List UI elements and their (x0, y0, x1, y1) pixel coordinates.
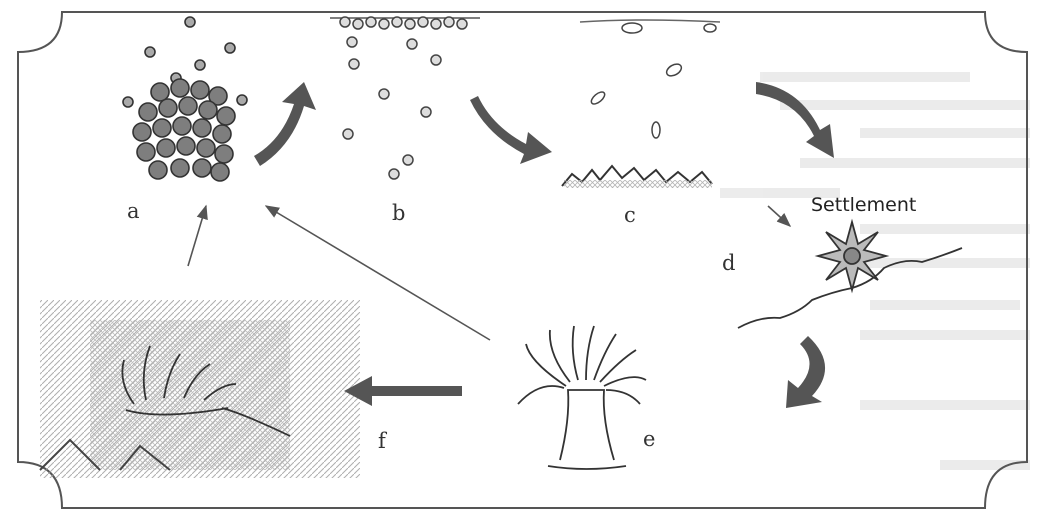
stage-e-adult-polyp (518, 326, 646, 469)
stage-a-egg-cluster (123, 17, 247, 181)
arrow-a-to-b (254, 82, 316, 166)
arrow-e-to-f (344, 376, 462, 406)
arrow-d-to-e (786, 336, 825, 408)
arrow-c-to-d (756, 82, 834, 158)
stage-f-label: f (378, 429, 386, 453)
stage-d-settled-polyp (738, 222, 962, 328)
settlement-label: Settlement (811, 194, 916, 216)
arrow-f-to-a (188, 206, 206, 266)
arrow-settlement (768, 206, 790, 226)
stage-c-label: c (624, 203, 636, 227)
stage-e-label: e (643, 427, 655, 451)
stage-b-floating-eggs (330, 17, 480, 179)
stage-c-larvae (562, 20, 720, 188)
bleed-through-text (720, 72, 1030, 470)
arrow-b-to-c (470, 96, 552, 164)
stage-a-label: a (127, 199, 140, 223)
stage-d-label: d (722, 251, 735, 275)
stage-b-label: b (392, 201, 405, 225)
stage-f-colony (40, 300, 360, 478)
